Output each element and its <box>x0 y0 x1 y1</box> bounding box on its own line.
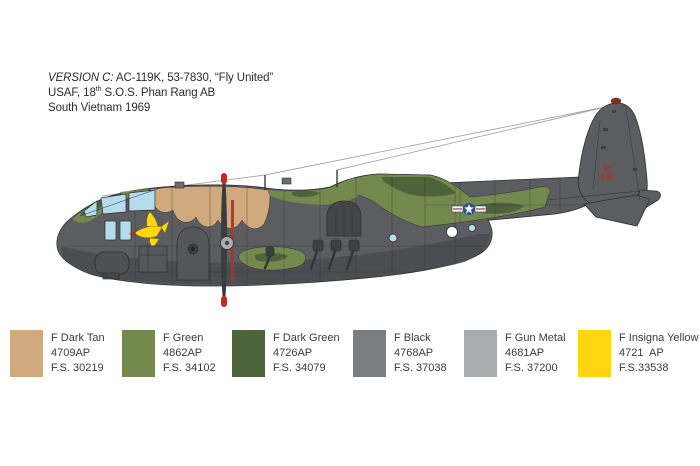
prop-tip-bottom <box>221 296 227 307</box>
vertical-fin <box>577 102 648 209</box>
gun-mounts <box>263 239 360 271</box>
windshield-frame <box>79 187 161 217</box>
door-porthole-center <box>190 246 196 252</box>
camo-wing-darkgreen <box>382 177 456 197</box>
elevator <box>583 194 651 227</box>
boom-panel-lines <box>425 176 596 228</box>
prop-hub <box>225 241 229 245</box>
equipment-panel <box>138 245 168 273</box>
equipment-panel-lines <box>139 246 167 272</box>
caption-line-3: South Vietnam 1969 <box>48 102 151 114</box>
stabilizer-line <box>547 190 641 201</box>
caption-line-1: VERSION C: AC-119K, 53-7830, “Fly United… <box>48 71 273 86</box>
cockpit-windows <box>83 189 156 241</box>
version-caption: VERSION C: AC-119K, 53-7830, “Fly United… <box>48 71 273 116</box>
version-label: VERSION C: <box>48 72 114 84</box>
prop-tip-top <box>221 173 227 184</box>
fin-detail-steps <box>601 110 637 171</box>
caption-line-2: USAF, 18th S.O.S. Phan Rang AB <box>48 86 216 99</box>
camo-mid-darkgreen <box>292 190 320 198</box>
nose-gear-fairing <box>94 251 130 275</box>
fin-panel-lines <box>592 107 641 201</box>
fuselage-panel-lines <box>70 178 492 286</box>
aircraft-designation: AC-119K, 53-7830, “Fly United” <box>115 72 274 84</box>
tail-serial: 37 830 <box>601 166 614 181</box>
camo-lower-darkgreen <box>255 252 288 262</box>
star-insignia <box>451 203 487 215</box>
antenna-masts <box>174 170 338 190</box>
intake-ribs <box>335 204 353 236</box>
porthole-blue-2 <box>468 224 476 232</box>
fin-beacon <box>610 97 622 105</box>
porthole-white <box>446 226 458 238</box>
nose-gear-door <box>102 272 120 280</box>
camo-boom-darkgreen <box>474 202 524 214</box>
nose-art-bird-icon <box>129 211 170 249</box>
porthole-blue-1 <box>388 233 398 243</box>
